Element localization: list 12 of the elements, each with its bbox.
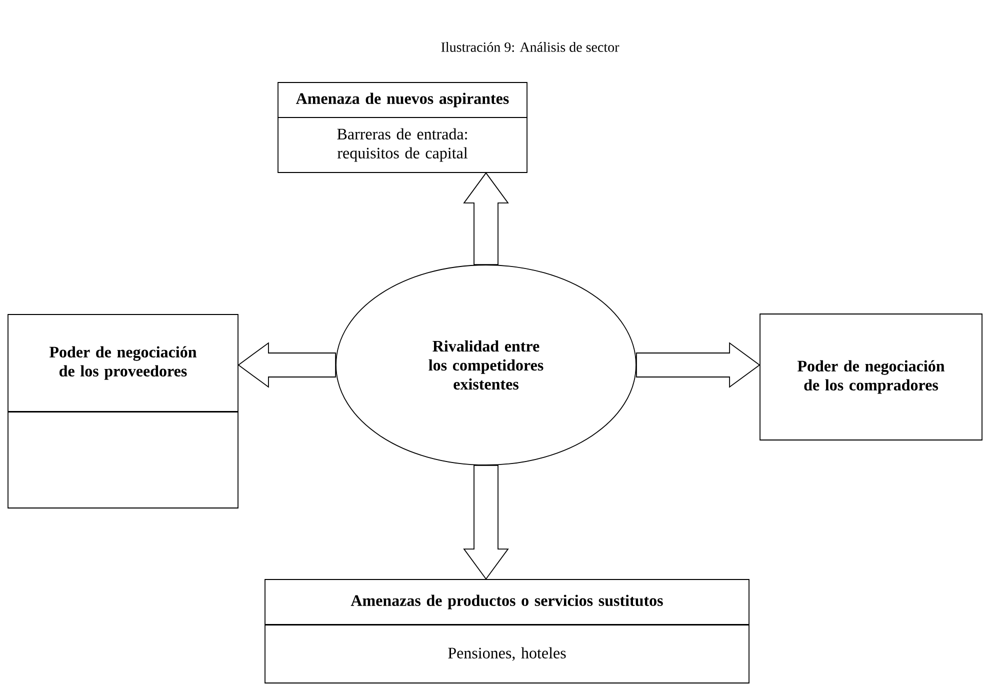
content-box: Barreras de entrada: requisitos de capital xyxy=(278,117,528,173)
content-box: Pensiones, hoteles xyxy=(264,624,750,684)
content-box xyxy=(8,412,238,508)
block-arrow xyxy=(463,465,509,580)
block-arrow xyxy=(463,172,509,265)
header-box: Amenaza de nuevos aspirantes xyxy=(278,82,528,118)
block-arrow xyxy=(238,342,336,388)
figure-title: Ilustración 9: Análisis de sector xyxy=(441,42,620,52)
block-arrow xyxy=(636,342,760,388)
header-box: Poder de negociación de los proveedores xyxy=(8,314,238,412)
header-box: Amenazas de productos o servicios sustitutos xyxy=(264,579,750,625)
header-box: Poder de negociación de los compradores xyxy=(760,314,982,440)
